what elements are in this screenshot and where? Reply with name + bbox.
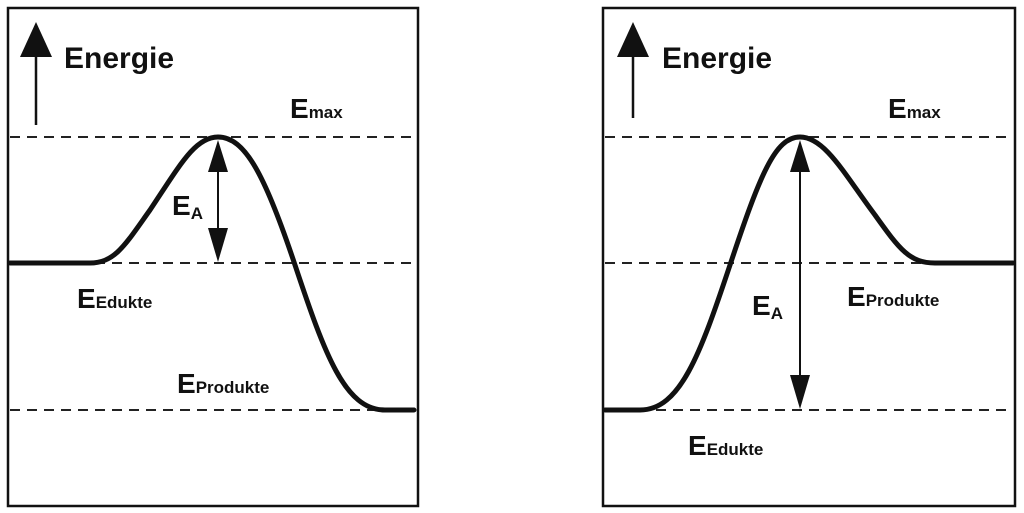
axis-label: Energie: [64, 42, 174, 75]
emax-label: Emax: [888, 93, 941, 124]
exothermic-diagram: Energie Emax EA EEdukte EProdukte: [6, 6, 420, 508]
produkte-label: EProdukte: [847, 281, 939, 312]
ea-label: EA: [752, 290, 783, 323]
edukte-label: EEdukte: [77, 283, 152, 314]
frame: [6, 6, 420, 508]
produkte-label: EProdukte: [177, 368, 269, 399]
energy-axis-arrow-icon: [20, 22, 52, 125]
energy-curve: [602, 134, 1016, 413]
ea-label: EA: [172, 190, 203, 223]
endothermic-diagram: Energie Emax EA EProdukte EEdukte: [601, 6, 1017, 508]
activation-energy-arrow: [208, 140, 228, 262]
energy-curve: [7, 134, 417, 413]
emax-label: Emax: [290, 93, 343, 124]
axis-label: Energie: [662, 42, 772, 75]
energy-axis-arrow-icon: [617, 22, 649, 118]
edukte-label: EEdukte: [688, 430, 763, 461]
frame: [601, 6, 1017, 508]
activation-energy-arrow: [790, 140, 810, 409]
